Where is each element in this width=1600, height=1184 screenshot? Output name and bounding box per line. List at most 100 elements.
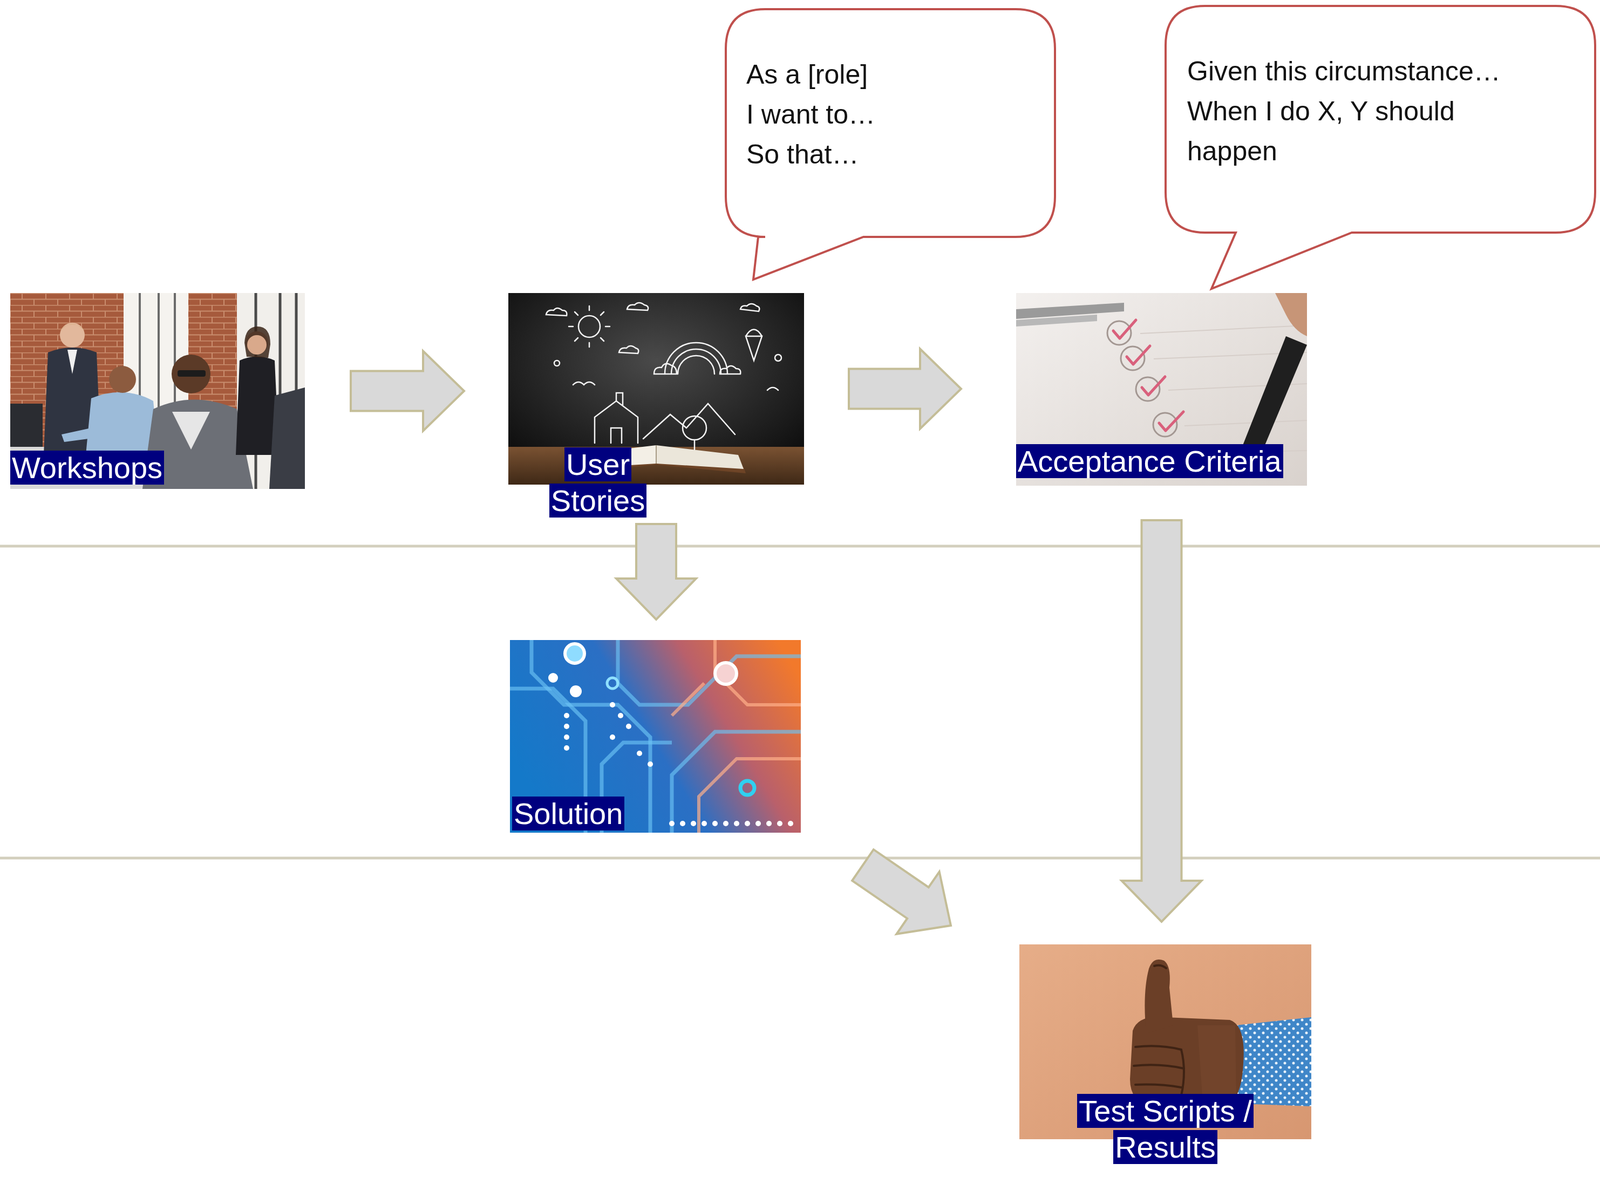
label-holder: User Stories (543, 446, 652, 519)
workshop-photo-part-part (247, 335, 267, 355)
label-holder: Solution (512, 795, 625, 832)
workshop-photo-part-part (61, 427, 97, 442)
workshop-photo-part-part (177, 370, 206, 377)
workshop-photo-part-part (172, 411, 210, 450)
lane-divider-part (0, 545, 1600, 548)
checklist-picture-part-part-part (1159, 411, 1184, 431)
checklist-picture-part-part (1107, 321, 1177, 437)
storybook-picture-part (508, 293, 805, 485)
callout-outline (725, 9, 1055, 280)
thumbs-up-picture-part-part-part (1181, 1049, 1184, 1096)
checklist-picture-part-part (1275, 293, 1307, 337)
image-label: Acceptance Criteria (1016, 444, 1284, 479)
block-arrow (616, 523, 697, 620)
circuit-board-picture-part-part-part (679, 820, 686, 827)
checklist-picture-part-part-part (1107, 321, 1132, 345)
circuit-board-picture-part-part (740, 780, 755, 795)
storybook-picture-part-part-part (740, 303, 760, 312)
photo-box: Workshops (10, 293, 305, 489)
circuit-board-picture-part-part-part (766, 820, 772, 827)
circuit-board-picture-part-part-part (625, 723, 632, 730)
circuit-board-picture-part-part-part (723, 820, 729, 827)
photo-box: Solution (509, 640, 801, 833)
checklist-picture-part-part-part (1126, 345, 1150, 365)
circuit-board-picture-part-part-part (690, 820, 697, 827)
circuit-board-picture-part-part-part (787, 820, 794, 827)
checklist-picture-part-part-part (1184, 420, 1307, 426)
label-holder: Test Scripts / Results (1063, 1092, 1269, 1166)
storybook-picture-part-part (508, 293, 805, 485)
circuit-board-picture-part-part-part (609, 734, 616, 740)
storybook-picture-part-part (546, 302, 782, 450)
circuit-board-picture-part-part-part (698, 758, 801, 833)
workshop-photo-part-part (67, 349, 78, 374)
workshop-photo-part (10, 293, 305, 489)
image-label: Workshops (10, 450, 165, 485)
block-arrow (852, 849, 951, 935)
workshop-photo-part-part (171, 354, 211, 394)
circuit-board-picture-part-part-part (671, 683, 705, 716)
storybook-picture-part-part-part (774, 354, 782, 362)
storybook-picture-part-part-part (594, 392, 638, 444)
storybook-picture-part-part (656, 445, 744, 469)
block-arrow (1121, 520, 1202, 922)
storybook-picture-part-part-part (693, 439, 696, 450)
storybook-picture-part-part-part (664, 342, 728, 374)
checklist-picture-part-part-part (1113, 320, 1136, 339)
checklist-picture-part-part (1016, 314, 1098, 327)
storybook-picture-part-part-part (627, 302, 649, 311)
label-holder: Acceptance Criteria (1016, 443, 1284, 480)
circuit-board-picture-part-part-part (617, 712, 624, 719)
checklist-picture-part (1016, 293, 1307, 486)
speech-callout: As a [role] I want to… So that… (724, 8, 1057, 281)
circuit-board-picture-part-part-part (563, 734, 570, 740)
circuit-board-picture-part-part-part (671, 731, 801, 833)
block-arrow (350, 351, 465, 432)
workshop-photo-part-part (59, 324, 85, 332)
circuit-board-picture (509, 640, 801, 833)
circuit-board-picture-part-part (671, 640, 801, 833)
storybook-picture-part-part (655, 445, 657, 464)
thumbs-up-picture-part-part-part (1135, 1045, 1182, 1050)
photo-box: Acceptance Criteria (1016, 293, 1307, 486)
circuit-board-picture-part-part (569, 685, 582, 698)
thumbs-up-picture-part-part (1133, 965, 1184, 1096)
circuit-board-picture-part-part-part (563, 712, 570, 719)
checklist-picture-part-part (1097, 325, 1307, 455)
image-label: Solution (512, 796, 625, 831)
circuit-board-picture-part-part (607, 677, 618, 689)
storybook-picture-part-part-part (554, 360, 560, 366)
checklist-picture-part-part-part (1153, 412, 1177, 437)
workshop-photo-part-part (269, 387, 305, 489)
checklist-picture-part-part-part (1141, 376, 1166, 396)
checklist-picture-part-part-part (1120, 346, 1145, 371)
storybook-picture-part-part-part (682, 416, 707, 440)
workshop-photo-part-part (10, 403, 43, 450)
checklist-picture-part-part-part (1140, 325, 1307, 334)
lane-divider-part (0, 856, 1600, 860)
circuit-board-picture-part-part (509, 640, 801, 833)
photo-box: Test Scripts / Results (1019, 944, 1312, 1166)
callout-outline (1165, 5, 1596, 289)
workshop-photo-part-part (244, 326, 271, 358)
workshop-photo-part-part (109, 365, 136, 393)
checklist-picture-part-part-part (1135, 377, 1160, 401)
checklist-picture-part-part (1016, 293, 1307, 486)
lane-divider (0, 546, 1600, 859)
circuit-board-picture-part-part-part (744, 820, 751, 827)
circuit-board-picture-part-part (548, 672, 558, 683)
storybook-picture-part-part-part (745, 329, 762, 362)
image-label: Test Scripts / Results (1077, 1093, 1254, 1164)
storybook-picture-part-part-part (643, 403, 735, 439)
circuit-board-picture-part-part-part (669, 820, 675, 827)
checklist-picture-part-part (1113, 320, 1184, 431)
thumbs-up-picture-part-part (1197, 1025, 1237, 1104)
circuit-board-picture-part-part-part (636, 750, 643, 757)
thumbs-up-picture-part-part (1144, 959, 1174, 1034)
circuit-board-picture-part (509, 640, 801, 833)
circuit-board-picture-part-part (509, 640, 801, 833)
circuit-board-picture-part-part (715, 662, 737, 685)
block-arrow (848, 349, 962, 430)
storybook-picture-part-part-part (546, 308, 567, 316)
circuit-board-picture-part-part-part (617, 640, 801, 705)
